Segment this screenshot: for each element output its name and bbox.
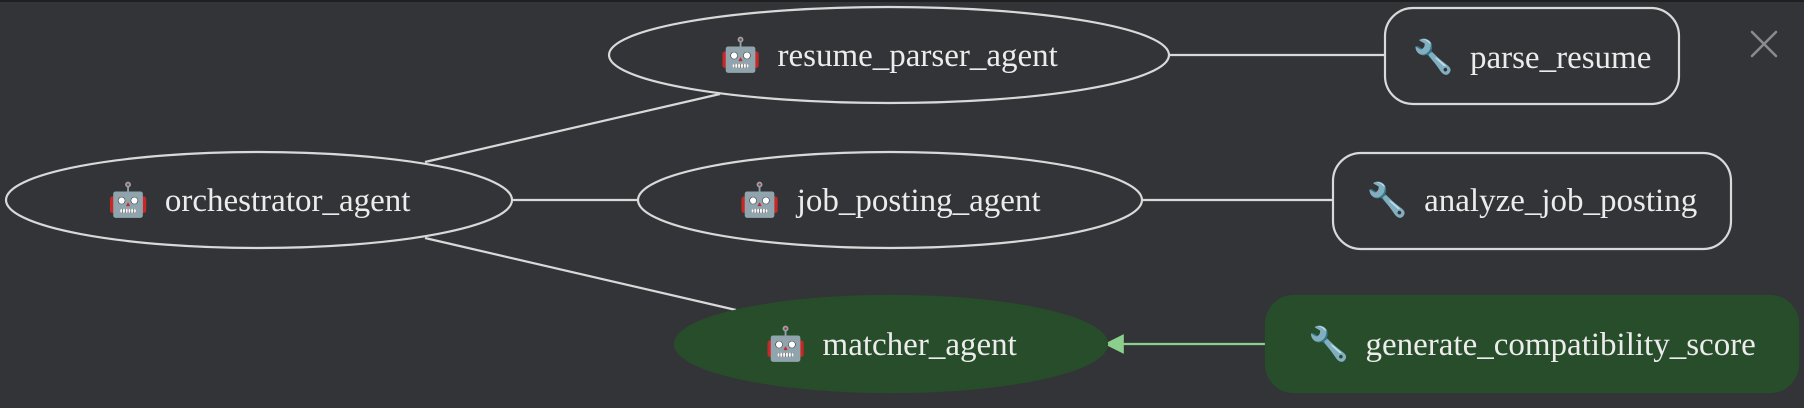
robot-icon: 🤖 [108, 181, 149, 219]
close-icon[interactable] [1742, 22, 1786, 66]
edge-orchestrator-resume-parser [424, 92, 721, 164]
node-label-job-posting: job_posting_agent [796, 183, 1041, 219]
node-label-generate-compatibility-score: generate_compatibility_score [1365, 327, 1755, 363]
svg-text:🔧 generate_compatibil: 🔧 generate_compatibility_score [1308, 324, 1756, 363]
wrench-icon: 🔧 [1308, 324, 1349, 363]
node-label-matcher: matcher_agent [823, 327, 1017, 363]
edge-orchestrator-matcher [424, 236, 737, 312]
node-orchestrator-agent[interactable]: 🤖 orchestrator_agent [4, 150, 514, 250]
svg-text:🔧 analyze_job_posting: 🔧 analyze_job_posting [1367, 180, 1697, 219]
robot-icon: 🤖 [720, 36, 761, 74]
node-analyze-job-posting-tool[interactable]: 🔧 analyze_job_posting [1331, 151, 1733, 251]
svg-text:🤖 matcher_agent: 🤖 matcher_agent [765, 325, 1017, 363]
node-label-orchestrator: orchestrator_agent [165, 183, 411, 219]
svg-text:🤖 job_posting_agent: 🤖 job_posting_agent [739, 181, 1040, 219]
node-resume-parser-agent[interactable]: 🤖 resume_parser_agent [607, 5, 1171, 105]
node-label-analyze-job-posting: analyze_job_posting [1424, 183, 1697, 219]
node-label-parse-resume: parse_resume [1470, 40, 1651, 76]
wrench-icon: 🔧 [1413, 37, 1454, 76]
svg-text:🤖 resume_parser_agent: 🤖 resume_parser_agent [720, 36, 1058, 74]
robot-icon: 🤖 [739, 181, 780, 219]
wrench-icon: 🔧 [1367, 180, 1408, 219]
node-job-posting-agent[interactable]: 🤖 job_posting_agent [636, 150, 1144, 250]
robot-icon: 🤖 [765, 325, 806, 363]
node-parse-resume-tool[interactable]: 🔧 parse_resume [1383, 6, 1681, 106]
node-label-resume-parser: resume_parser_agent [777, 38, 1057, 74]
svg-text:🔧 parse_resume: 🔧 parse_resume [1413, 37, 1652, 76]
node-generate-compatibility-score-tool[interactable]: 🔧 generate_compatibility_score [1264, 294, 1800, 394]
svg-text:🤖 orchestrator_agent: 🤖 orchestrator_agent [108, 181, 411, 219]
node-matcher-agent[interactable]: 🤖 matcher_agent [673, 294, 1109, 394]
